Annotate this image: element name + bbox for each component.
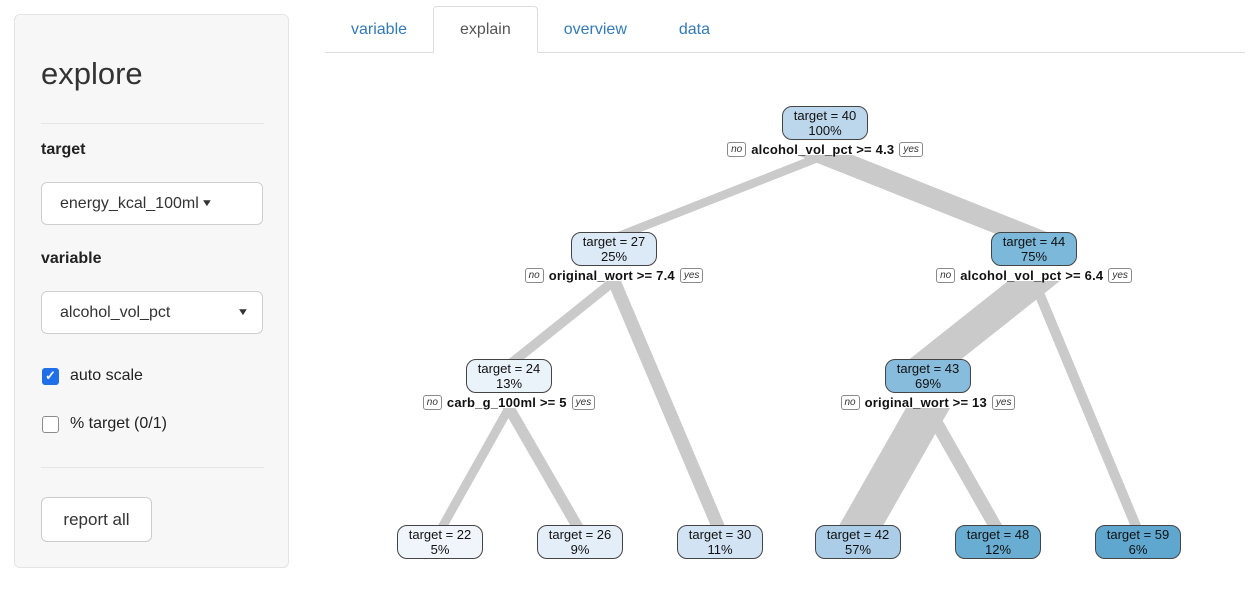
yes-branch-label: yes [899, 142, 923, 157]
node-percent: 5% [430, 542, 450, 557]
chevron-down-icon: ▼ [236, 307, 250, 318]
no-branch-label: no [422, 395, 442, 410]
split-condition: alcohol_vol_pct >= 6.4 [960, 268, 1104, 283]
node-percent: 13% [495, 376, 523, 391]
tree-edge-n43-l42 [835, 408, 951, 531]
node-percent: 6% [1128, 542, 1148, 557]
sidebar-title: explore [41, 56, 143, 91]
node-percent: 69% [914, 376, 942, 391]
tab-overview[interactable]: overview [563, 20, 627, 38]
variable-select[interactable]: alcohol_vol_pct ▼ [41, 291, 263, 334]
divider [41, 467, 264, 468]
variable-select-value: alcohol_vol_pct [60, 303, 171, 321]
tree-edge-root-n27 [602, 155, 837, 238]
pct-target-checkbox[interactable]: % target (0/1) [42, 415, 167, 433]
node-target-value: target = 26 [548, 527, 612, 542]
node-percent: 11% [707, 542, 733, 557]
node-target-value: target = 27 [582, 234, 646, 249]
report-all-button[interactable]: report all [41, 497, 152, 542]
target-select[interactable]: energy_kcal_100ml ▼ [41, 182, 263, 225]
node-percent: 9% [570, 542, 590, 557]
no-branch-label: no [727, 142, 747, 157]
target-select-value: energy_kcal_100ml [60, 194, 199, 212]
node-target-value: target = 42 [826, 527, 890, 542]
node-target-value: target = 48 [966, 527, 1030, 542]
node-percent: 12% [984, 542, 1012, 557]
tree-edge-n27-n24 [501, 281, 622, 365]
divider [41, 123, 264, 124]
yes-branch-label: yes [679, 268, 704, 283]
node-percent: 57% [844, 542, 872, 557]
no-branch-label: no [524, 268, 544, 283]
tree-edge-n44-n43 [902, 281, 1060, 365]
no-branch-label: no [936, 268, 956, 283]
auto-scale-label: auto scale [70, 367, 143, 384]
tree-split-n27: no original_wort >= 7.4 yes [464, 268, 764, 283]
variable-label: variable [41, 250, 102, 267]
auto-scale-checkbox[interactable]: ✓ auto scale [42, 367, 143, 385]
sidebar: explore target energy_kcal_100ml ▼ varia… [14, 14, 289, 568]
tab-explain[interactable]: explain [433, 6, 538, 53]
node-target-value: target = 59 [1106, 527, 1170, 542]
tree-edge-root-n44 [797, 155, 1062, 238]
target-label: target [41, 141, 86, 158]
pct-target-label: % target (0/1) [70, 415, 167, 432]
chevron-down-icon: ▼ [200, 198, 214, 209]
tree-edges [434, 155, 1144, 531]
checkbox-icon[interactable]: ✓ [42, 367, 59, 385]
tree-edge-n24-l26 [502, 408, 587, 531]
tree-split-n43: no original_wort >= 13 yes [778, 395, 1078, 410]
tab-bar: variable explain overview data [325, 6, 1245, 53]
node-target-value: target = 22 [408, 527, 472, 542]
tree-edge-n27-l30 [606, 281, 728, 531]
node-target-value: target = 43 [896, 361, 960, 376]
split-condition: original_wort >= 7.4 [548, 268, 675, 283]
split-condition: original_wort >= 13 [864, 395, 987, 410]
node-target-value: target = 44 [1002, 234, 1066, 249]
node-target-value: target = 40 [793, 108, 857, 123]
yes-branch-label: yes [1108, 268, 1132, 283]
split-condition: alcohol_vol_pct >= 4.3 [751, 142, 895, 157]
tab-variable[interactable]: variable [351, 20, 408, 38]
no-branch-label: no [840, 395, 860, 410]
tree-split-n44: no alcohol_vol_pct >= 6.4 yes [884, 268, 1184, 283]
checkbox-icon[interactable] [42, 415, 59, 433]
split-condition: carb_g_100ml >= 5 [446, 395, 567, 410]
node-percent: 75% [1020, 249, 1048, 264]
tab-data[interactable]: data [678, 20, 711, 38]
yes-branch-label: yes [991, 395, 1016, 410]
tree-split-root: no alcohol_vol_pct >= 4.3 yes [675, 142, 975, 157]
tree-split-n24: no carb_g_100ml >= 5 yes [359, 395, 659, 410]
yes-branch-label: yes [571, 395, 596, 410]
tree-edge-n24-l22 [434, 408, 515, 531]
node-target-value: target = 24 [477, 361, 541, 376]
node-percent: 100% [808, 123, 842, 138]
node-percent: 25% [600, 249, 628, 264]
tree-edge-n43-l48 [920, 408, 1006, 531]
tree-edge-n44-l59 [1028, 281, 1144, 531]
node-target-value: target = 30 [688, 527, 752, 542]
